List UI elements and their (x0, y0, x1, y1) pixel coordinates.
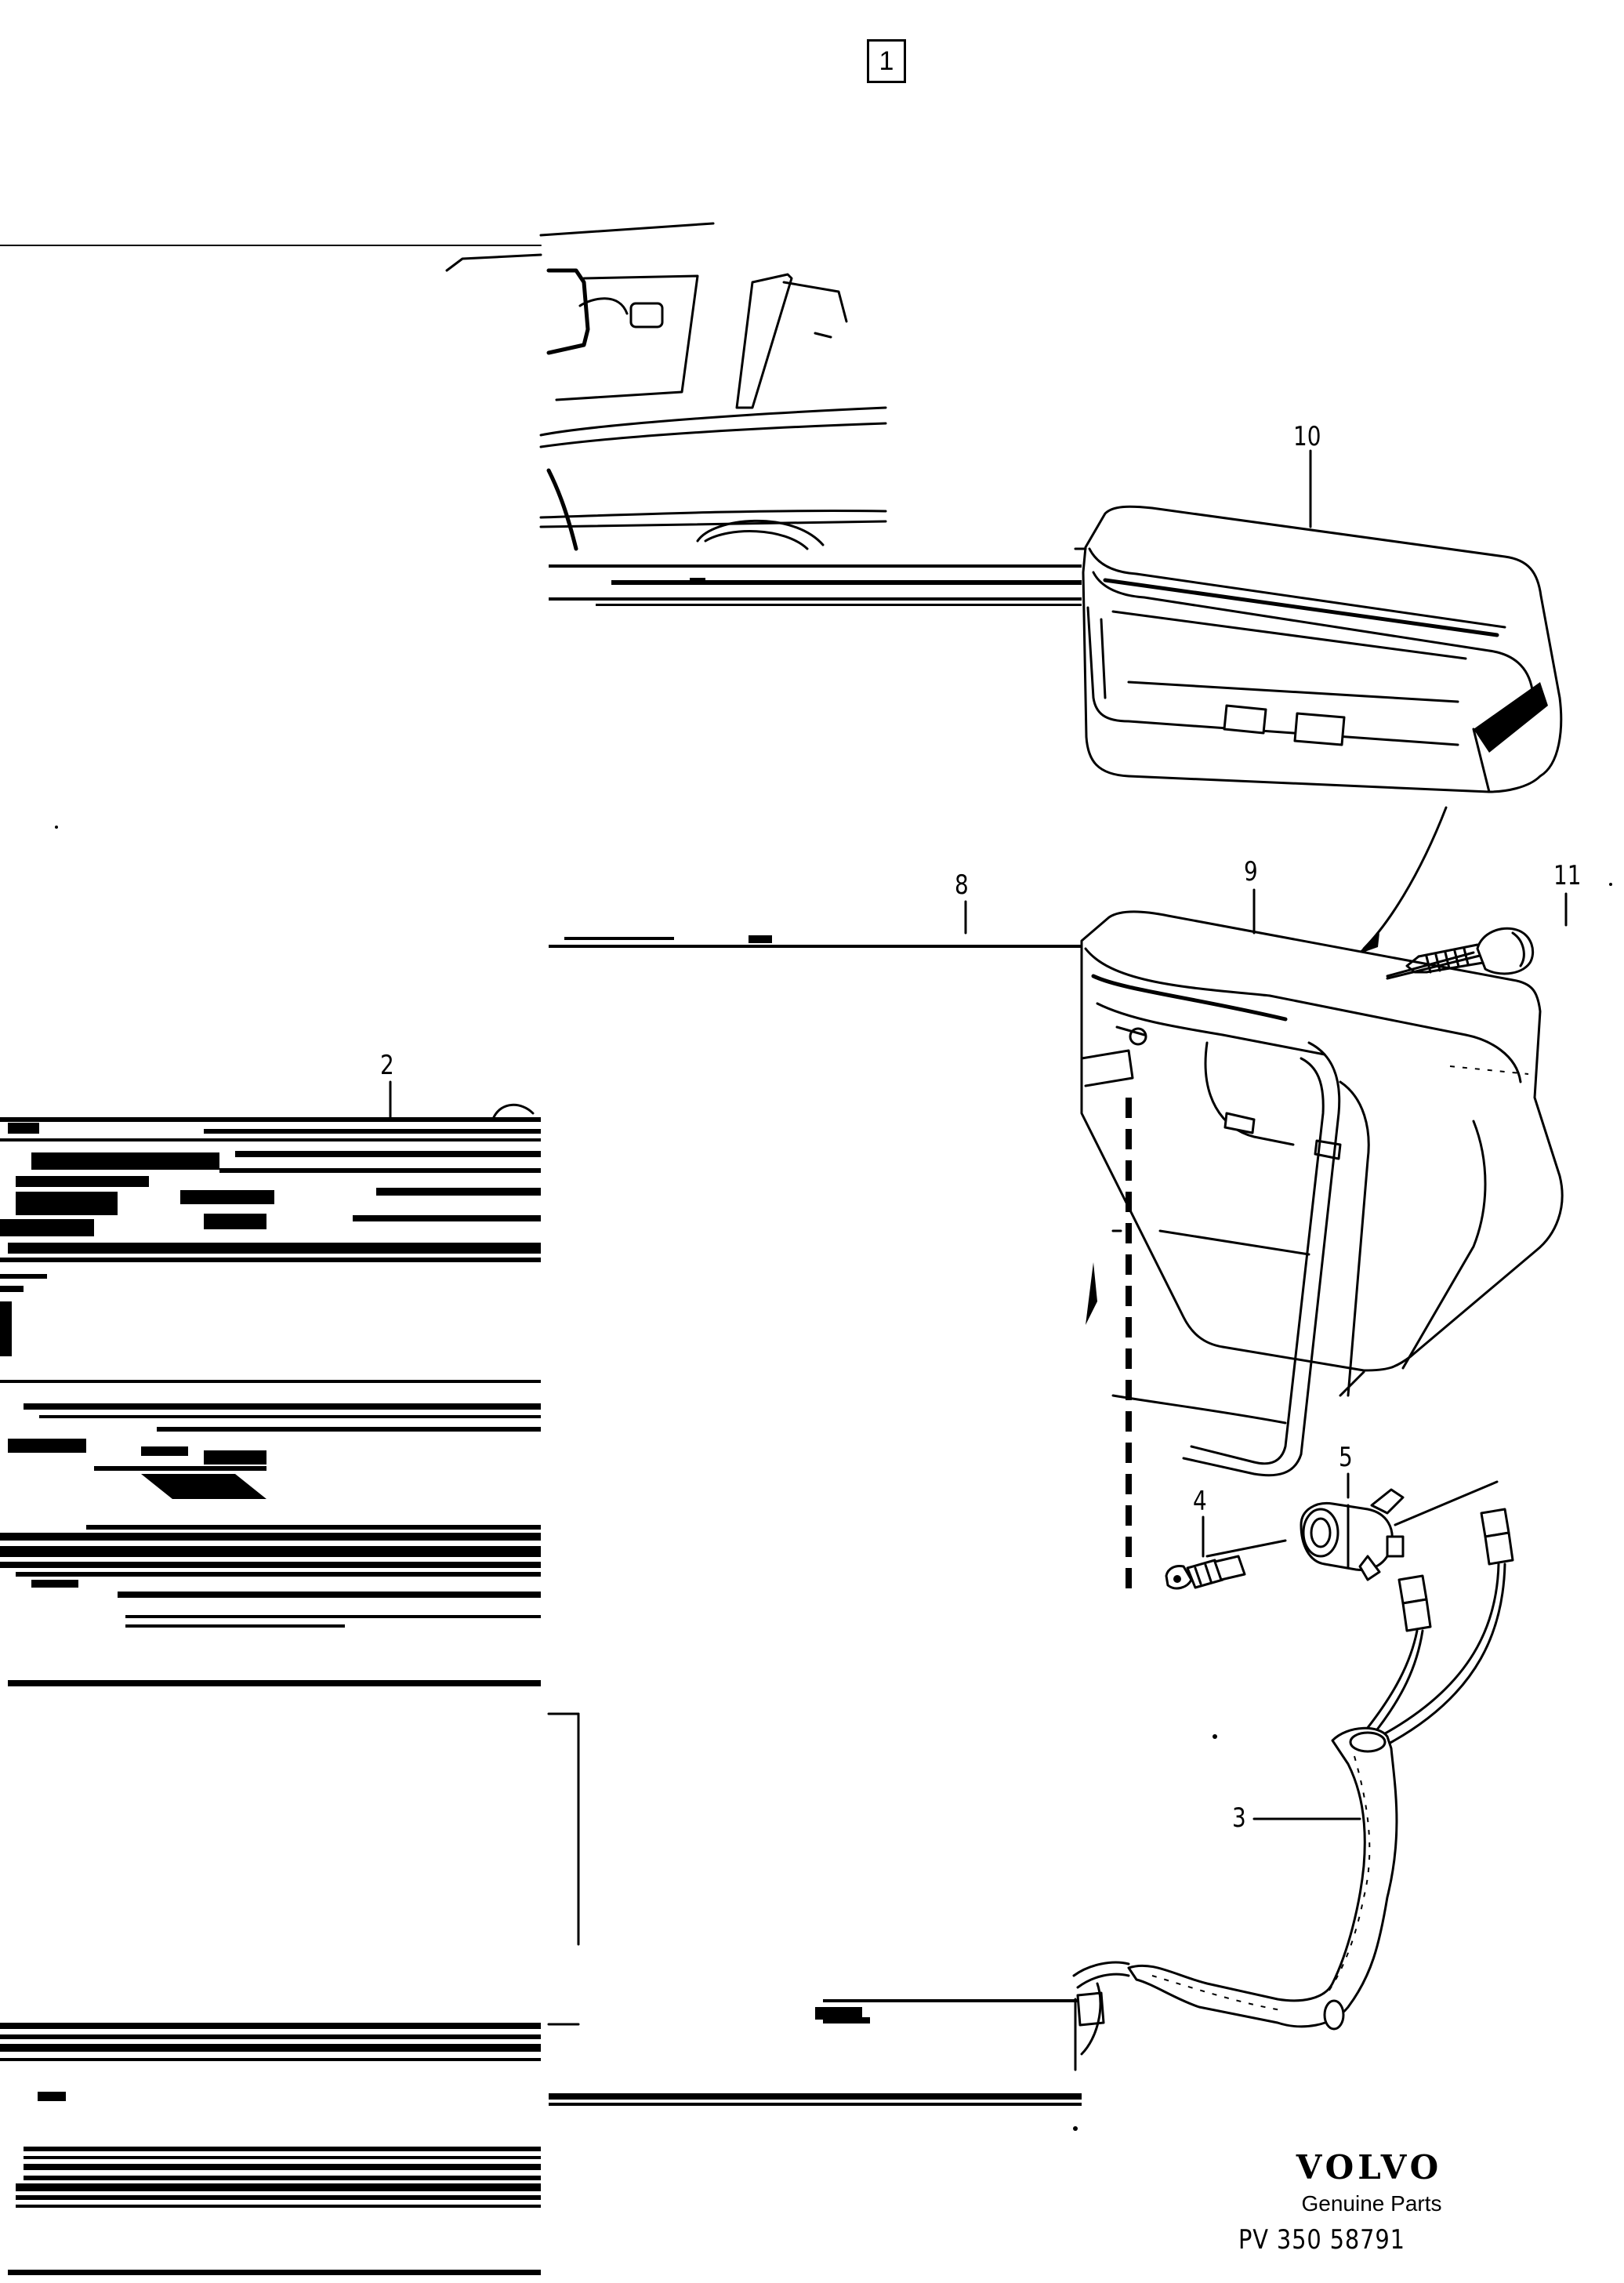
figure-number: 1 (867, 39, 906, 83)
brand-logo: VOLVO (1296, 2148, 1443, 2187)
branding-block: VOLVO Genuine Parts PV 350 58791 (1238, 2148, 1489, 2256)
lamp-housing-icon (1080, 910, 1564, 1477)
callout-5: 5 (1339, 1442, 1353, 1473)
callout-3: 3 (1232, 1802, 1246, 1834)
callout-4: 4 (1193, 1486, 1207, 1517)
scan-artifact-band (0, 245, 1082, 2275)
part-catalog-code: PV 350 58791 (1238, 2224, 1405, 2256)
vehicle-outline-icon (445, 222, 887, 551)
assembly-arrow-icon (1356, 806, 1448, 955)
callout-9: 9 (1244, 856, 1258, 887)
socket-icon (1300, 1480, 1499, 1581)
part-2-fragment (492, 1103, 535, 1119)
lamp-cover-icon (1082, 505, 1563, 793)
brand-subtitle: Genuine Parts (1301, 2191, 1442, 2216)
callout-8: 8 (955, 869, 969, 901)
callout-10: 10 (1293, 421, 1321, 452)
callout-11: 11 (1553, 860, 1582, 891)
bulb-icon (1165, 1539, 1287, 1590)
callout-2: 2 (380, 1050, 394, 1081)
wiring-harness-icon (1072, 1508, 1514, 2071)
screw-icon (1386, 927, 1535, 978)
